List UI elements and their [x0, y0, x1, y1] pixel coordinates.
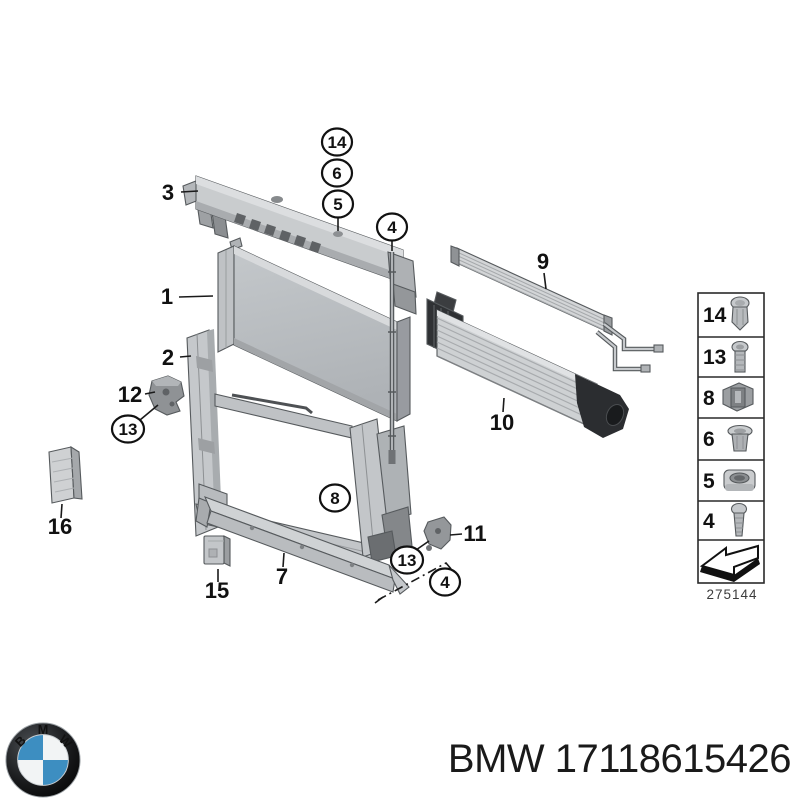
grommet-fastener-icon [727, 424, 753, 452]
callout-1: 1 [161, 284, 173, 309]
plain-callouts: 3 1 2 12 16 9 10 11 7 15 [48, 180, 549, 603]
callout-3: 3 [162, 180, 174, 205]
logo-quadrant-blue-br [43, 760, 69, 786]
direction-arrow-icon [699, 544, 760, 582]
callout-16: 16 [48, 514, 72, 539]
legend-label-5: 5 [703, 470, 715, 493]
legend-label-13: 13 [703, 346, 726, 369]
callout-12: 12 [118, 382, 142, 407]
fastener-legend: 14 13 8 6 5 4 [697, 292, 765, 602]
callout-4b: 4 [440, 573, 450, 592]
callout-10: 10 [490, 410, 514, 435]
callout-13a: 13 [119, 420, 138, 439]
legend-label-14: 14 [703, 304, 727, 327]
legend-label-8: 8 [703, 387, 715, 410]
callout-6: 6 [332, 164, 341, 183]
upper-mount-bar-illustration [182, 175, 417, 315]
logo-quadrant-white-tr [43, 734, 69, 760]
logo-letter-m: M [38, 723, 49, 737]
circled-callouts: 14 6 5 4 13 8 13 4 [110, 127, 462, 597]
mounting-clip-icon [722, 382, 754, 412]
callout-2: 2 [162, 345, 174, 370]
legend-label-6: 6 [703, 428, 715, 451]
diagram-code: 275144 [706, 587, 757, 602]
callout-7: 7 [276, 564, 288, 589]
callout-14: 14 [328, 133, 347, 152]
callout-8: 8 [330, 489, 339, 508]
bmw-logo: B M W [4, 721, 82, 799]
oil-cooler-illustration [450, 245, 664, 373]
legend-box [697, 292, 765, 584]
screw-icon [730, 502, 748, 537]
small-bracket-illustration [203, 535, 231, 567]
callout-leader-lines [60, 190, 547, 604]
callout-4a: 4 [387, 218, 397, 237]
bolt-icon [731, 340, 749, 373]
air-duct-illustration [48, 445, 83, 504]
expanding-rivet-icon [730, 296, 750, 331]
long-bolt-illustration [388, 252, 396, 464]
callout-15: 15 [205, 578, 229, 603]
callout-5: 5 [333, 195, 342, 214]
lower-support-illustration [195, 483, 410, 595]
side-mount-bracket-illustration [367, 425, 413, 563]
logo-quadrant-blue-tl [17, 734, 43, 760]
radiator-illustration [217, 237, 411, 422]
part-number-text: BMW 17118615426 [447, 737, 792, 781]
legend-label-4: 4 [703, 510, 715, 533]
intercooler-illustration [426, 291, 629, 438]
cage-nut-icon [723, 469, 756, 491]
callout-9: 9 [537, 249, 549, 274]
callout-11: 11 [463, 521, 486, 546]
bracket-right-illustration [423, 516, 452, 551]
logo-quadrant-white-bl [17, 760, 43, 786]
callout-13b: 13 [398, 551, 417, 570]
